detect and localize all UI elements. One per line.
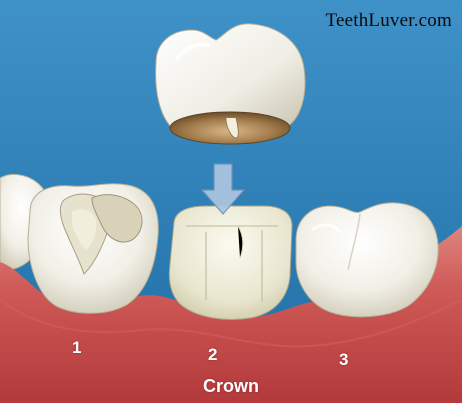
- crown-cap: [156, 24, 305, 144]
- tooth-2-prepared: [169, 206, 292, 319]
- diagram-caption: Crown: [0, 376, 462, 397]
- watermark-logo: TeethLuver.com: [325, 10, 452, 32]
- tooth-1-label: 1: [72, 338, 81, 358]
- tooth-3-label: 3: [339, 350, 348, 370]
- tooth-1-decayed: [28, 184, 158, 314]
- tooth-2-label: 2: [208, 345, 217, 365]
